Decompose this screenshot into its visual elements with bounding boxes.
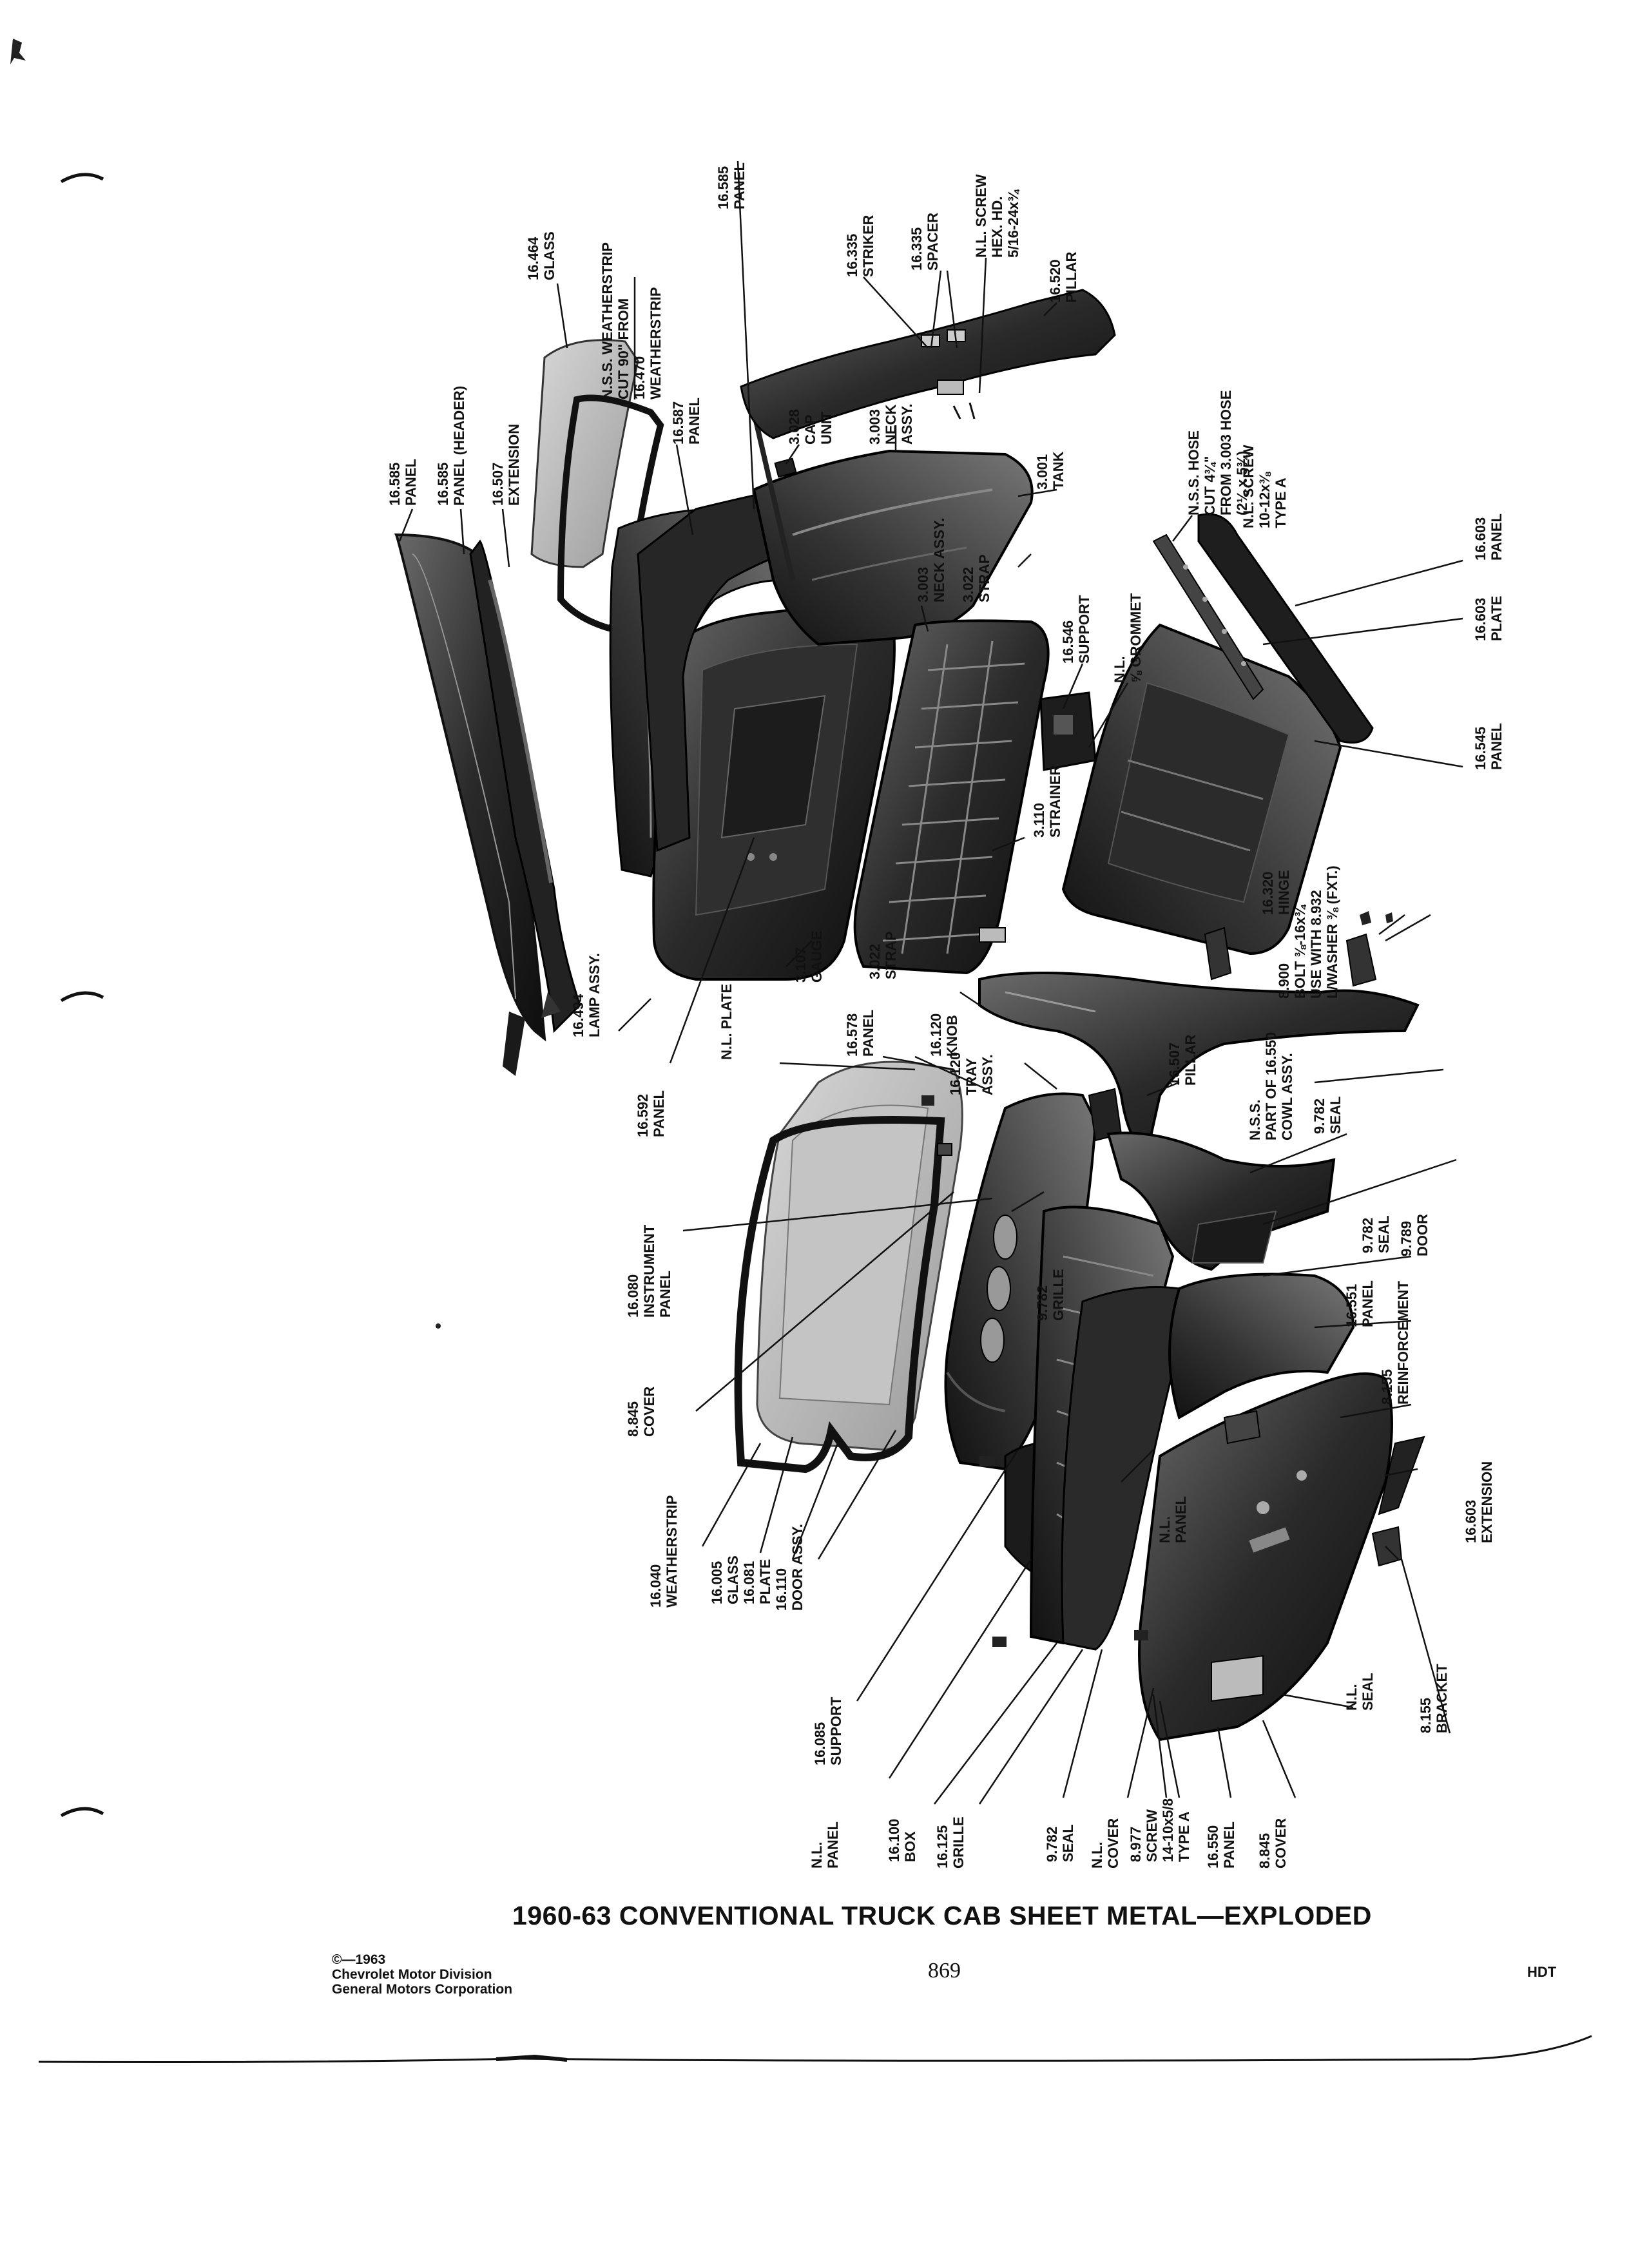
part-callout-label: 16.494 LAMP ASSY.: [570, 953, 602, 1037]
page-number: 869: [928, 1959, 961, 1983]
section-code: HDT: [1527, 1964, 1557, 1980]
cowl-pillar-16507: [978, 972, 1420, 1156]
support-16546: [1039, 691, 1097, 771]
part-callout-label: N.L. PANEL: [1157, 1496, 1189, 1543]
fuel-tank-3001: [751, 412, 1034, 646]
part-callout-label: 9.789 DOOR: [1398, 1214, 1431, 1256]
part-callout-label: 16.120 KNOB: [928, 1013, 960, 1057]
part-callout-label: N.L. COVER: [1089, 1818, 1121, 1869]
part-callout-label: N.L. PLATE: [718, 983, 735, 1060]
part-callout-label: N.S.S. PART OF 16.550 COWL ASSY.: [1247, 1032, 1295, 1140]
part-callout-label: 16.592 PANEL: [635, 1090, 667, 1137]
part-callout-label: 16.603 PANEL: [1472, 514, 1505, 561]
part-callout-label: 9.782 GRILLE: [1034, 1269, 1066, 1321]
floor-panel-strap: [853, 619, 1050, 975]
part-callout-label: 8.845 COVER: [625, 1386, 657, 1437]
part-callout-label: 8.900 BOLT ⅜-16x¾ USE WITH 8.932 L/WASHE…: [1276, 865, 1340, 999]
part-callout-label: 16.585 PANEL (HEADER): [435, 385, 467, 506]
cowl-vent-door-9789: [1106, 1131, 1336, 1271]
part-callout-label: 16.081 PLATE: [741, 1559, 773, 1604]
hinge-16320: [1204, 927, 1377, 987]
part-callout-label: 16.335 SPACER: [909, 212, 941, 271]
part-callout-label: N.L. ⅝ GROMMET: [1112, 593, 1144, 683]
floor-panel-16545: [1061, 623, 1342, 956]
part-callout-label: 16.080 INSTRUMENT PANEL: [625, 1224, 673, 1318]
part-callout-label: 3.028 CAP UNIT: [786, 408, 834, 445]
part-callout-label: 16.546 SUPPORT: [1060, 595, 1092, 664]
part-callout-label: 9.782 SEAL: [1044, 1824, 1076, 1862]
part-callout-label: 3.022 STRAP: [867, 931, 899, 979]
part-callout-label: 16.585 PANEL: [387, 459, 419, 506]
part-callout-label: 16.585 PANEL: [715, 162, 747, 209]
binder-hole-marks: [60, 173, 104, 1818]
part-callout-label: 9.782 SEAL: [1311, 1096, 1344, 1134]
scan-specks: [10, 39, 441, 1329]
part-callout-label: N.S.S. WEATHERSTRIP CUT 90" FROM 16.470 …: [599, 242, 664, 399]
part-callout-label: 16.125 GRILLE: [934, 1816, 967, 1869]
cowl-lower-panel: [1061, 1286, 1187, 1651]
part-callout-label: 8.845 COVER: [1257, 1818, 1289, 1869]
part-callout-label: 16.578 PANEL: [844, 1010, 876, 1057]
part-callout-label: 16.551 PANEL: [1344, 1280, 1376, 1327]
leader-lines: [398, 160, 1463, 1805]
part-callout-label: 16.464 GLASS: [525, 231, 557, 280]
part-callout-label: 16.507 EXTENSION: [490, 423, 522, 506]
footer-rule: [38, 2035, 1592, 2063]
panel-plate-16603: [1152, 513, 1374, 744]
part-callout-label: N.L. SEAL: [1344, 1673, 1376, 1711]
extension-16603: [1378, 1436, 1425, 1515]
part-callout-label: 8.155 REINFORCEMENT: [1379, 1281, 1411, 1405]
part-callout-label: N.L. PANEL: [809, 1821, 841, 1869]
bracket-8155: [1371, 1526, 1403, 1567]
part-callout-label: 16.603 PLATE: [1472, 595, 1505, 641]
part-callout-label: 16.040 WEATHERSTRIP: [648, 1495, 680, 1608]
part-callout-label: 3.022 STRAP: [960, 554, 992, 602]
panel-16551: [1168, 1273, 1355, 1445]
small-hardware: [979, 911, 1393, 1647]
part-callout-label: N.L. SCREW HEX. HD. 5/16-24x¾: [973, 174, 1021, 258]
part-callout-label: 16.520 PILLAR: [1047, 251, 1079, 303]
part-callout-label: 16.110 DOOR ASSY.: [773, 1524, 805, 1611]
instrument-panel-16080: [944, 1092, 1097, 1471]
part-callout-label: 16.545 PANEL: [1472, 723, 1505, 770]
part-callout-label: 16.603 EXTENSION: [1463, 1461, 1495, 1543]
part-callout-label: 16.085 SUPPORT: [812, 1696, 844, 1765]
part-callout-label: 16.335 STRIKER: [844, 215, 876, 277]
door-weatherstrip-16040: [734, 1116, 945, 1474]
part-callout-label: 3.107 GAUGE: [793, 930, 825, 983]
inner-panel-16592: [652, 597, 896, 981]
part-callout-label: 3.110 STRAINER: [1031, 765, 1063, 838]
part-callout-label: 16.587 PANEL: [670, 398, 702, 445]
door-assembly-16110: [756, 1061, 963, 1451]
part-callout-label: 9.782 SEAL: [1360, 1215, 1392, 1253]
part-callout-label: 8.977 SCREW 14-10x5/8 TYPE A: [1128, 1798, 1192, 1862]
part-callout-label: 16.507 PILLAR: [1166, 1034, 1199, 1086]
part-callout-label: 3.003 NECK ASSY.: [867, 403, 915, 445]
cowl-side-panel-16550: [1138, 1372, 1393, 1742]
part-callout-label: 16.120 TRAY ASSY.: [947, 1052, 996, 1095]
copyright-notice: ©—1963 Chevrolet Motor Division General …: [332, 1952, 513, 1997]
part-callout-label: 16.550 PANEL: [1205, 1821, 1237, 1869]
diagram-title: 1960-63 CONVENTIONAL TRUCK CAB SHEET MET…: [512, 1901, 1372, 1930]
back-panel-group: [394, 533, 581, 1076]
part-callout-label: 8.155 BRACKET: [1418, 1664, 1450, 1733]
part-callout-label: 3.003 NECK ASSY.: [915, 517, 947, 602]
part-callout-label: 16.100 BOX: [886, 1818, 918, 1862]
part-callout-label: 16.005 GLASS: [709, 1555, 741, 1604]
part-callout-label: 3.001 TANK: [1034, 451, 1066, 490]
part-callout-label: N.L. SCREW 10-12x⅜ TYPE A: [1240, 445, 1289, 528]
